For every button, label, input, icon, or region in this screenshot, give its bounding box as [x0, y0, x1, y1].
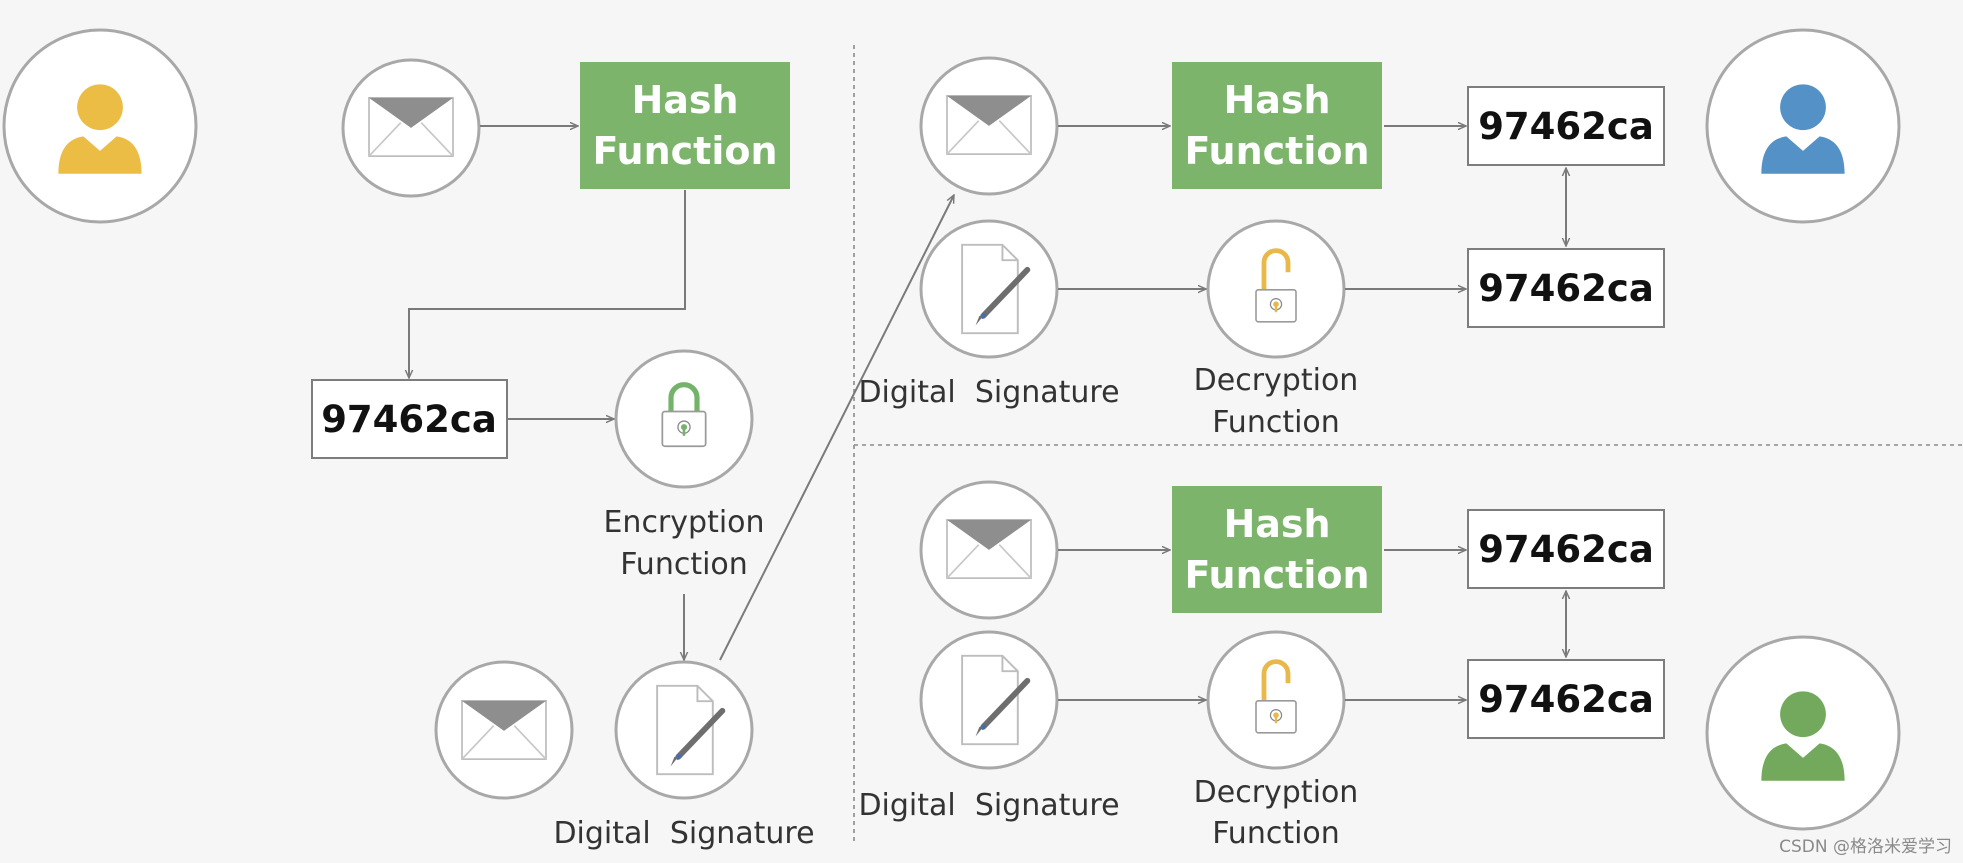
sender-message-node [341, 58, 481, 198]
encryption-label-line2: Function [620, 547, 748, 582]
envelope-icon [946, 519, 1032, 579]
receiver-bottom-hash-value-box: 97462ca [1467, 509, 1665, 589]
hash-function-label-line2: Function [592, 129, 777, 173]
receiver-top-message-node [919, 56, 1059, 196]
receiver-top-signature-label: Digital Signature [858, 375, 1119, 410]
sender-hash-function-box: Hash Function [580, 62, 790, 189]
receiver-bottom-decryption-label-line1: Decryption [1194, 775, 1359, 810]
encryption-node [614, 349, 754, 489]
hash-function-label-line1: Hash [1223, 78, 1330, 122]
hash-value-text: 97462ca [1478, 528, 1654, 571]
sender-arrows [409, 126, 955, 661]
receiver-bottom-signature-node [919, 630, 1059, 770]
encryption-label-line1: Encryption [603, 505, 764, 540]
receiver-bottom-decryption-label-line2: Function [1212, 816, 1340, 851]
hash-function-label-line1: Hash [1223, 502, 1330, 546]
decrypted-value-text: 97462ca [1478, 678, 1654, 721]
receiver-top-hash-function-box: Hash Function [1172, 62, 1382, 189]
receiver-bottom-signature-label: Digital Signature [858, 788, 1119, 823]
receiver-top-decryption-label-line1: Decryption [1194, 363, 1359, 398]
sender-signature-node [614, 660, 754, 800]
receiver-top-decryption-node [1206, 219, 1346, 359]
hash-value-text: 97462ca [321, 398, 497, 441]
receiver-top-avatar [1705, 28, 1901, 224]
receiver-top-arrows [1058, 126, 1566, 289]
hash-function-label-line2: Function [1184, 553, 1369, 597]
receiver-bottom-decrypted-value-box: 97462ca [1467, 659, 1665, 739]
arrow-hash-to-value [409, 190, 686, 378]
hash-value-text: 97462ca [1478, 105, 1654, 148]
envelope-icon [461, 700, 547, 760]
sender-avatar [2, 28, 198, 224]
sender-signature-label: Digital Signature [553, 816, 814, 851]
hash-function-label-line1: Hash [631, 78, 738, 122]
receiver-top-signature-node [919, 219, 1059, 359]
envelope-icon [946, 95, 1032, 155]
sender-hash-value-box: 97462ca [311, 379, 508, 459]
arrow-signature-to-receiver [719, 195, 955, 661]
receiver-top-decrypted-value-box: 97462ca [1467, 248, 1665, 328]
sender-output-message-node [434, 660, 574, 800]
decrypted-value-text: 97462ca [1478, 267, 1654, 310]
receiver-bottom-arrows [1058, 550, 1566, 700]
receiver-top-decryption-label-line2: Function [1212, 405, 1340, 440]
receiver-bottom-avatar [1705, 635, 1901, 831]
receiver-bottom-message-node [919, 480, 1059, 620]
hash-function-label-line2: Function [1184, 129, 1369, 173]
watermark: CSDN @格洛米爱学习 [1779, 837, 1952, 857]
envelope-icon [368, 97, 454, 157]
receiver-top-hash-value-box: 97462ca [1467, 86, 1665, 166]
receiver-bottom-hash-function-box: Hash Function [1172, 486, 1382, 613]
receiver-bottom-decryption-node [1206, 630, 1346, 770]
